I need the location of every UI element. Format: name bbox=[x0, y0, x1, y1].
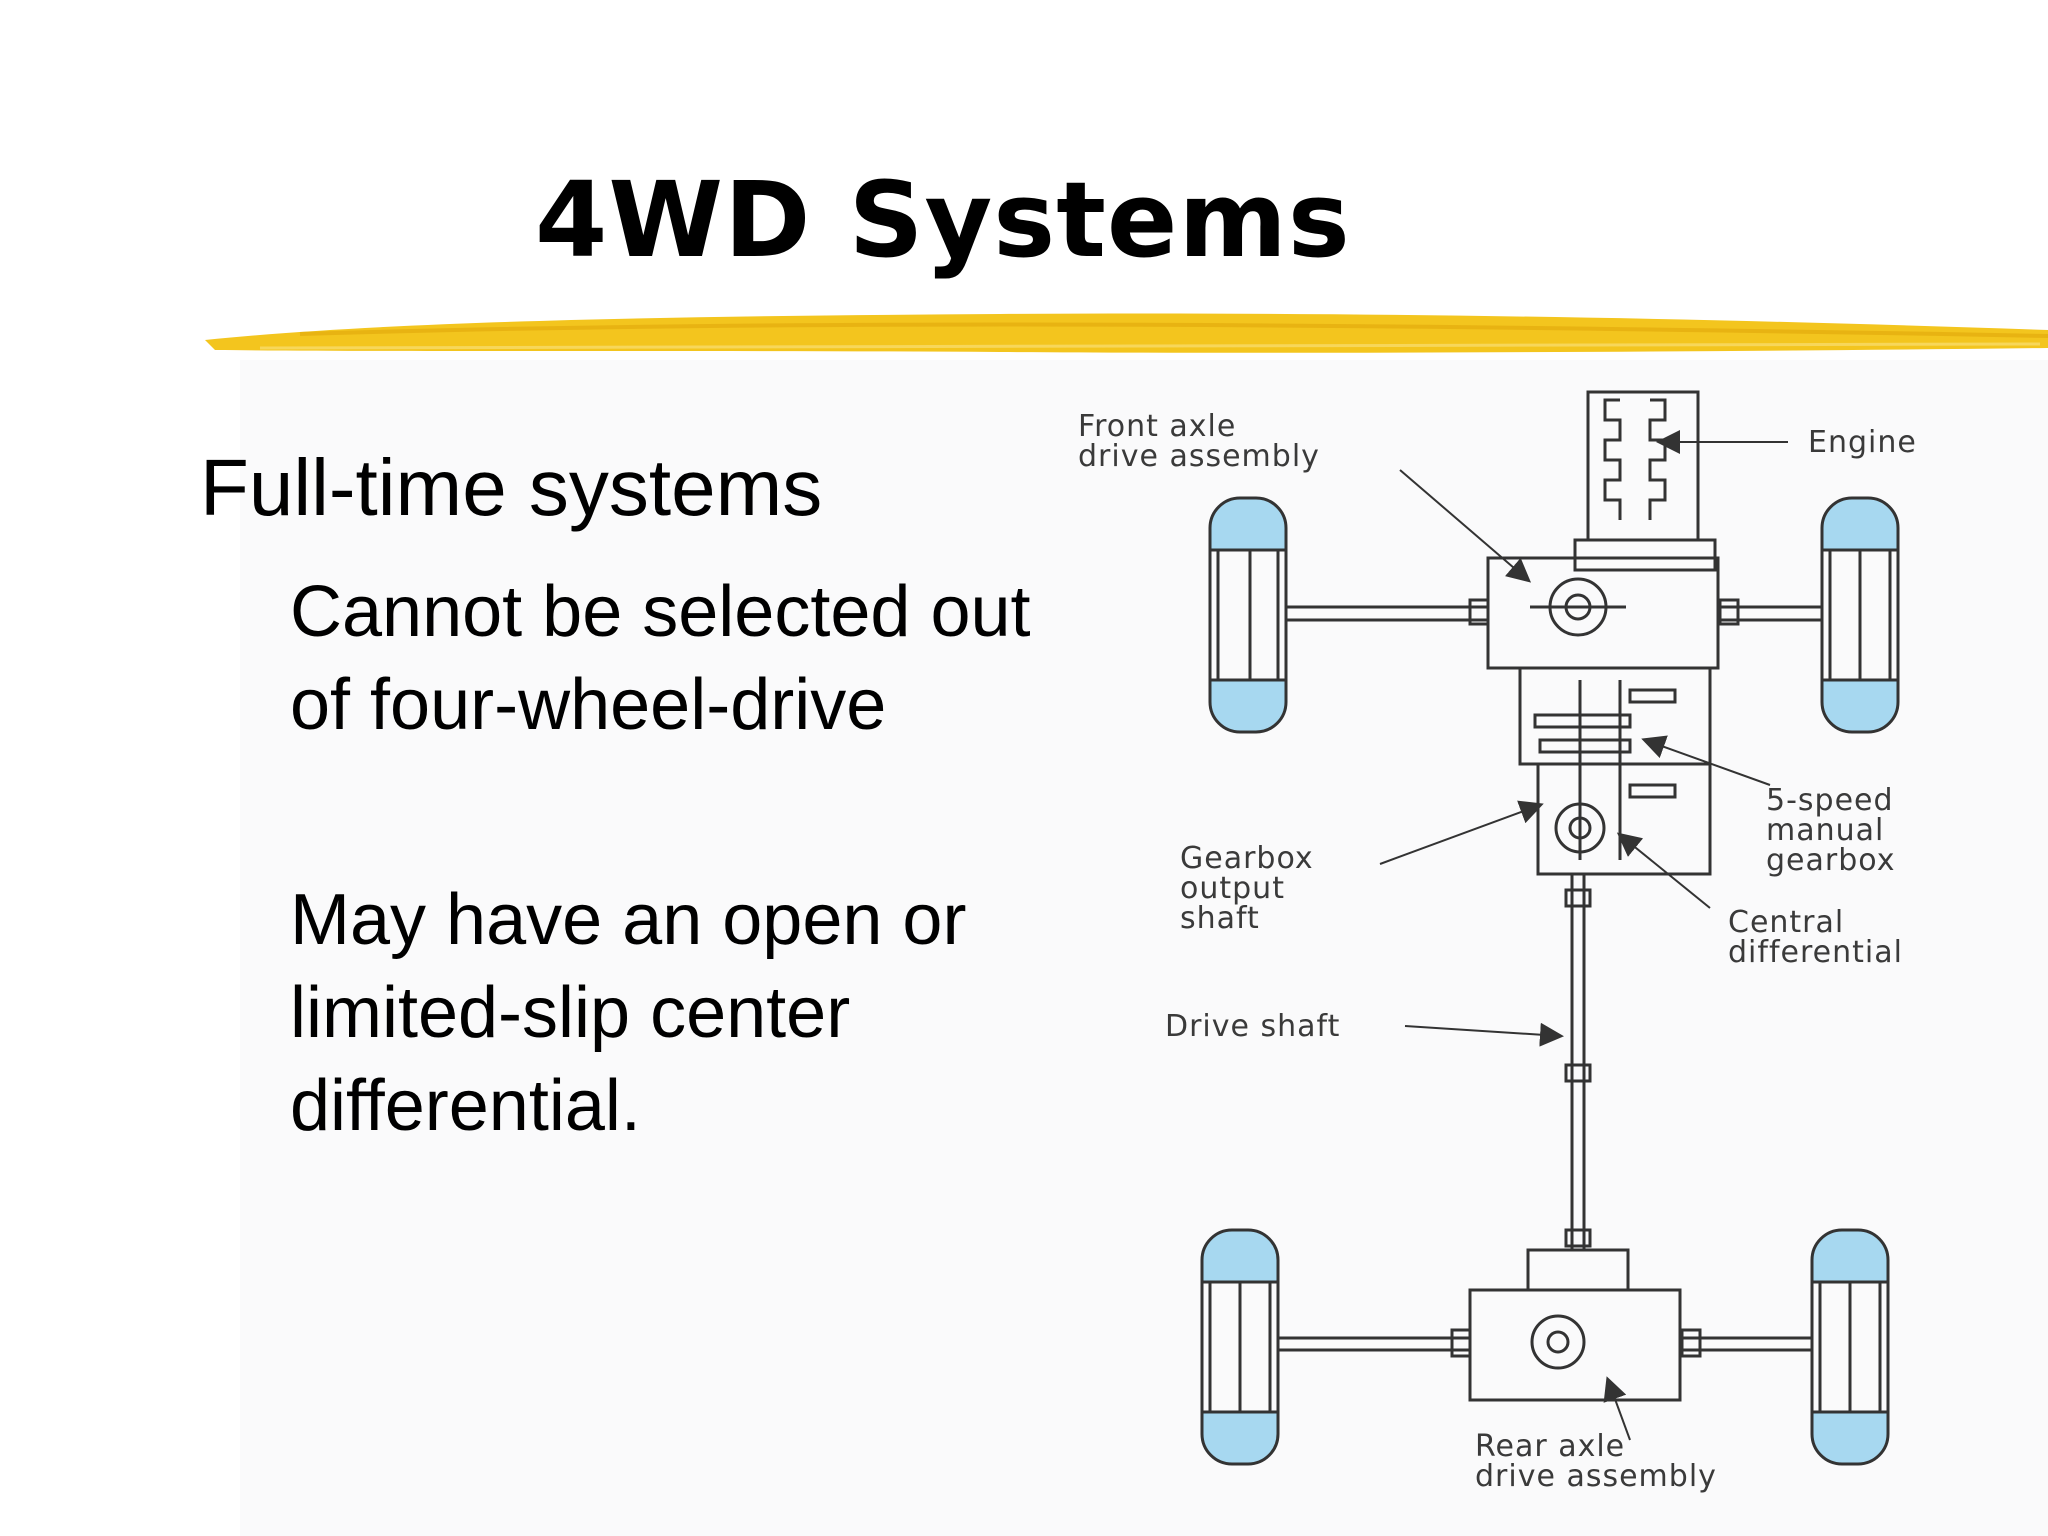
drive-shaft bbox=[1564, 874, 1592, 1250]
4wd-drivetrain-diagram: Front axle drive assembly Engine 5-speed… bbox=[1078, 390, 1917, 1494]
label-rear-axle-1: Rear axle bbox=[1475, 1429, 1625, 1464]
gearbox bbox=[1518, 666, 1712, 876]
bullet-full-time-systems: Full-time systems bbox=[200, 443, 823, 532]
engine-block bbox=[1573, 390, 1717, 572]
label-front-axle-1: Front axle bbox=[1078, 409, 1236, 444]
label-gearbox-output-1: Gearbox bbox=[1180, 841, 1314, 876]
rear-axle-assembly bbox=[1210, 1248, 1860, 1402]
label-engine: Engine bbox=[1808, 425, 1917, 460]
wheel-front-left bbox=[1208, 496, 1288, 734]
leader-lines bbox=[1379, 430, 1788, 1441]
label-5speed-2: manual bbox=[1766, 813, 1884, 848]
wheel-rear-left bbox=[1200, 1228, 1280, 1466]
label-rear-axle-2: drive assembly bbox=[1475, 1459, 1717, 1494]
label-drive-shaft: Drive shaft bbox=[1165, 1009, 1340, 1044]
front-axle-assembly bbox=[1240, 556, 1860, 670]
label-gearbox-output-2: output bbox=[1180, 871, 1285, 906]
label-5speed-1: 5-speed bbox=[1766, 783, 1894, 818]
label-5speed-3: gearbox bbox=[1766, 843, 1895, 878]
label-central-diff-1: Central bbox=[1728, 905, 1844, 940]
sub-bullet-cannot-be-selected: Cannot be selected out of four-wheel-dri… bbox=[290, 572, 1031, 745]
label-gearbox-output-3: shaft bbox=[1180, 901, 1260, 936]
wheel-rear-right bbox=[1810, 1228, 1890, 1466]
label-front-axle-2: drive assembly bbox=[1078, 439, 1320, 474]
title-highlight-stroke bbox=[205, 313, 2048, 353]
content-background bbox=[240, 360, 2048, 1536]
sub-bullet-open-or-limited-slip: May have an open or limited-slip center … bbox=[290, 880, 967, 1146]
label-central-diff-2: differential bbox=[1728, 935, 1903, 970]
wheel-front-right bbox=[1820, 496, 1900, 734]
slide-title: 4WD Systems bbox=[535, 159, 1351, 281]
